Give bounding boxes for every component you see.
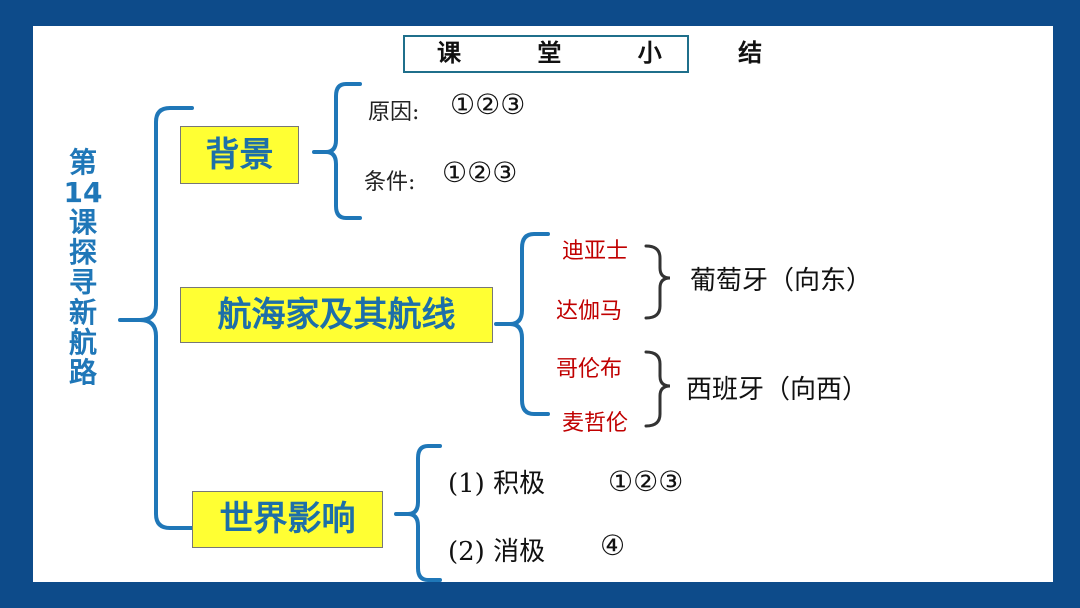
spain-brace	[644, 350, 671, 428]
reason-label: 原因:	[368, 100, 420, 125]
navigators-brace	[494, 232, 550, 416]
navigator-name: 麦哲伦	[562, 411, 629, 436]
impact-negative-label: (2) 消极	[448, 537, 546, 567]
title-box	[403, 35, 689, 73]
portugal-brace	[644, 244, 671, 320]
condition-label: 条件:	[364, 170, 416, 195]
impact-positive-marks: ①②③	[608, 465, 684, 498]
impact-positive-label: (1) 积极	[448, 469, 546, 499]
country-portugal: 葡萄牙（向东）	[690, 266, 873, 296]
impact-box: 世界影响	[192, 491, 383, 548]
navigators-box: 航海家及其航线	[180, 287, 493, 343]
navigator-name: 哥伦布	[556, 357, 623, 382]
impact-brace	[394, 444, 442, 582]
background-brace	[312, 82, 362, 220]
main-brace	[118, 106, 194, 530]
reason-marks: ①②③	[450, 88, 526, 121]
country-spain: 西班牙（向西）	[686, 375, 869, 405]
navigator-name: 迪亚士	[562, 239, 629, 264]
background-box: 背景	[180, 126, 299, 184]
lesson-title: 第14课探寻新航路	[63, 146, 103, 389]
navigator-name: 达伽马	[556, 299, 623, 324]
page-title: 课 堂 小 结	[437, 39, 797, 67]
impact-negative-marks: ④	[600, 529, 626, 562]
condition-marks: ①②③	[442, 156, 518, 189]
